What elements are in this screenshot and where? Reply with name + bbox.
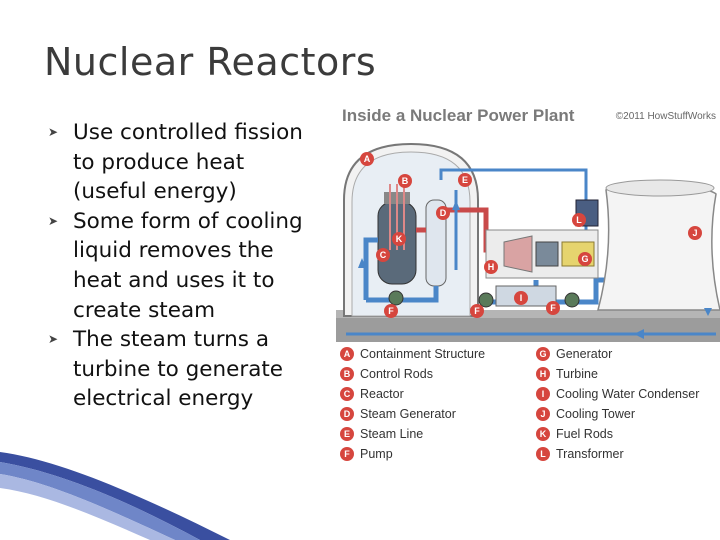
legend-badge: I xyxy=(536,387,550,401)
legend-item: F Pump xyxy=(340,444,485,464)
legend-badge: J xyxy=(536,407,550,421)
bullet-text: Some form of cooling liquid removes the … xyxy=(73,208,303,323)
legend-label: Turbine xyxy=(556,367,598,381)
legend-badge: K xyxy=(536,427,550,441)
legend-item: I Cooling Water Condenser xyxy=(536,384,699,404)
legend-label: Control Rods xyxy=(360,367,433,381)
legend-item: K Fuel Rods xyxy=(536,424,699,444)
legend-item: B Control Rods xyxy=(340,364,485,384)
bullet-list: ➤ Use controlled fission to produce heat … xyxy=(48,118,318,414)
legend-label: Containment Structure xyxy=(360,347,486,361)
legend-badge: D xyxy=(340,407,354,421)
bullet-item: ➤ Use controlled fission to produce heat … xyxy=(48,118,318,207)
pin-i: I xyxy=(514,291,528,305)
figure-heading: Inside a Nuclear Power Plant xyxy=(342,106,575,125)
pin-g: G xyxy=(578,252,592,266)
pin-j: J xyxy=(688,226,702,240)
pin-a: A xyxy=(360,152,374,166)
legend-item: L Transformer xyxy=(536,444,699,464)
pin-h: H xyxy=(484,260,498,274)
legend-label: Cooling Tower xyxy=(556,407,635,421)
pin-d: D xyxy=(436,206,450,220)
legend-label: Steam Line xyxy=(360,427,424,441)
legend-badge: G xyxy=(536,347,550,361)
pin-f: F xyxy=(384,304,398,318)
slide-title: Nuclear Reactors xyxy=(44,40,377,84)
legend-badge: L xyxy=(536,447,550,461)
bullet-text: Use controlled fission to produce heat (… xyxy=(73,120,303,205)
legend-label: Steam Generator xyxy=(360,407,456,421)
decorative-swoosh xyxy=(0,452,230,540)
legend-label: Transformer xyxy=(556,447,624,461)
legend-badge: H xyxy=(536,367,550,381)
bullet-item: ➤ Some form of cooling liquid removes the… xyxy=(48,207,318,325)
legend-label: Pump xyxy=(360,447,393,461)
legend-badge: C xyxy=(340,387,354,401)
bullet-text: The steam turns a turbine to generate el… xyxy=(73,327,284,412)
pin-f: F xyxy=(470,304,484,318)
pin-k: K xyxy=(392,232,406,246)
pin-b: B xyxy=(398,174,412,188)
legend-item: E Steam Line xyxy=(340,424,485,444)
legend-label: Fuel Rods xyxy=(556,427,613,441)
legend-right: G Generator H Turbine I Cooling Water Conde… xyxy=(536,344,699,464)
legend-badge: E xyxy=(340,427,354,441)
arrow-bullet-icon: ➤ xyxy=(48,332,59,347)
legend-item: G Generator xyxy=(536,344,699,364)
pin-f: F xyxy=(546,301,560,315)
legend-item: H Turbine xyxy=(536,364,699,384)
legend-label: Reactor xyxy=(360,387,404,401)
legend-label: Generator xyxy=(556,347,613,361)
arrow-bullet-icon: ➤ xyxy=(48,213,59,228)
figure-copyright: ©2011 HowStuffWorks xyxy=(615,111,716,122)
pin-c: C xyxy=(376,248,390,262)
power-plant-figure: Inside a Nuclear Power Plant ©2011 HowSt… xyxy=(336,104,720,476)
legend-badge: F xyxy=(340,447,354,461)
legend-badge: B xyxy=(340,367,354,381)
legend-left: A Containment Structure B Control Rods C Re… xyxy=(340,344,485,464)
legend-item: C Reactor xyxy=(340,384,485,404)
power-plant-diagram xyxy=(336,142,720,342)
legend-badge: A xyxy=(340,347,354,361)
legend-item: J Cooling Tower xyxy=(536,404,699,424)
legend-item: A Containment Structure xyxy=(340,344,485,364)
legend-label: Cooling Water Condenser xyxy=(556,387,700,401)
bullet-item: ➤ The steam turns a turbine to generate e… xyxy=(48,325,318,414)
pin-e: E xyxy=(458,173,472,187)
pin-l: L xyxy=(572,213,586,227)
arrow-bullet-icon: ➤ xyxy=(48,125,59,139)
legend-item: D Steam Generator xyxy=(340,404,485,424)
